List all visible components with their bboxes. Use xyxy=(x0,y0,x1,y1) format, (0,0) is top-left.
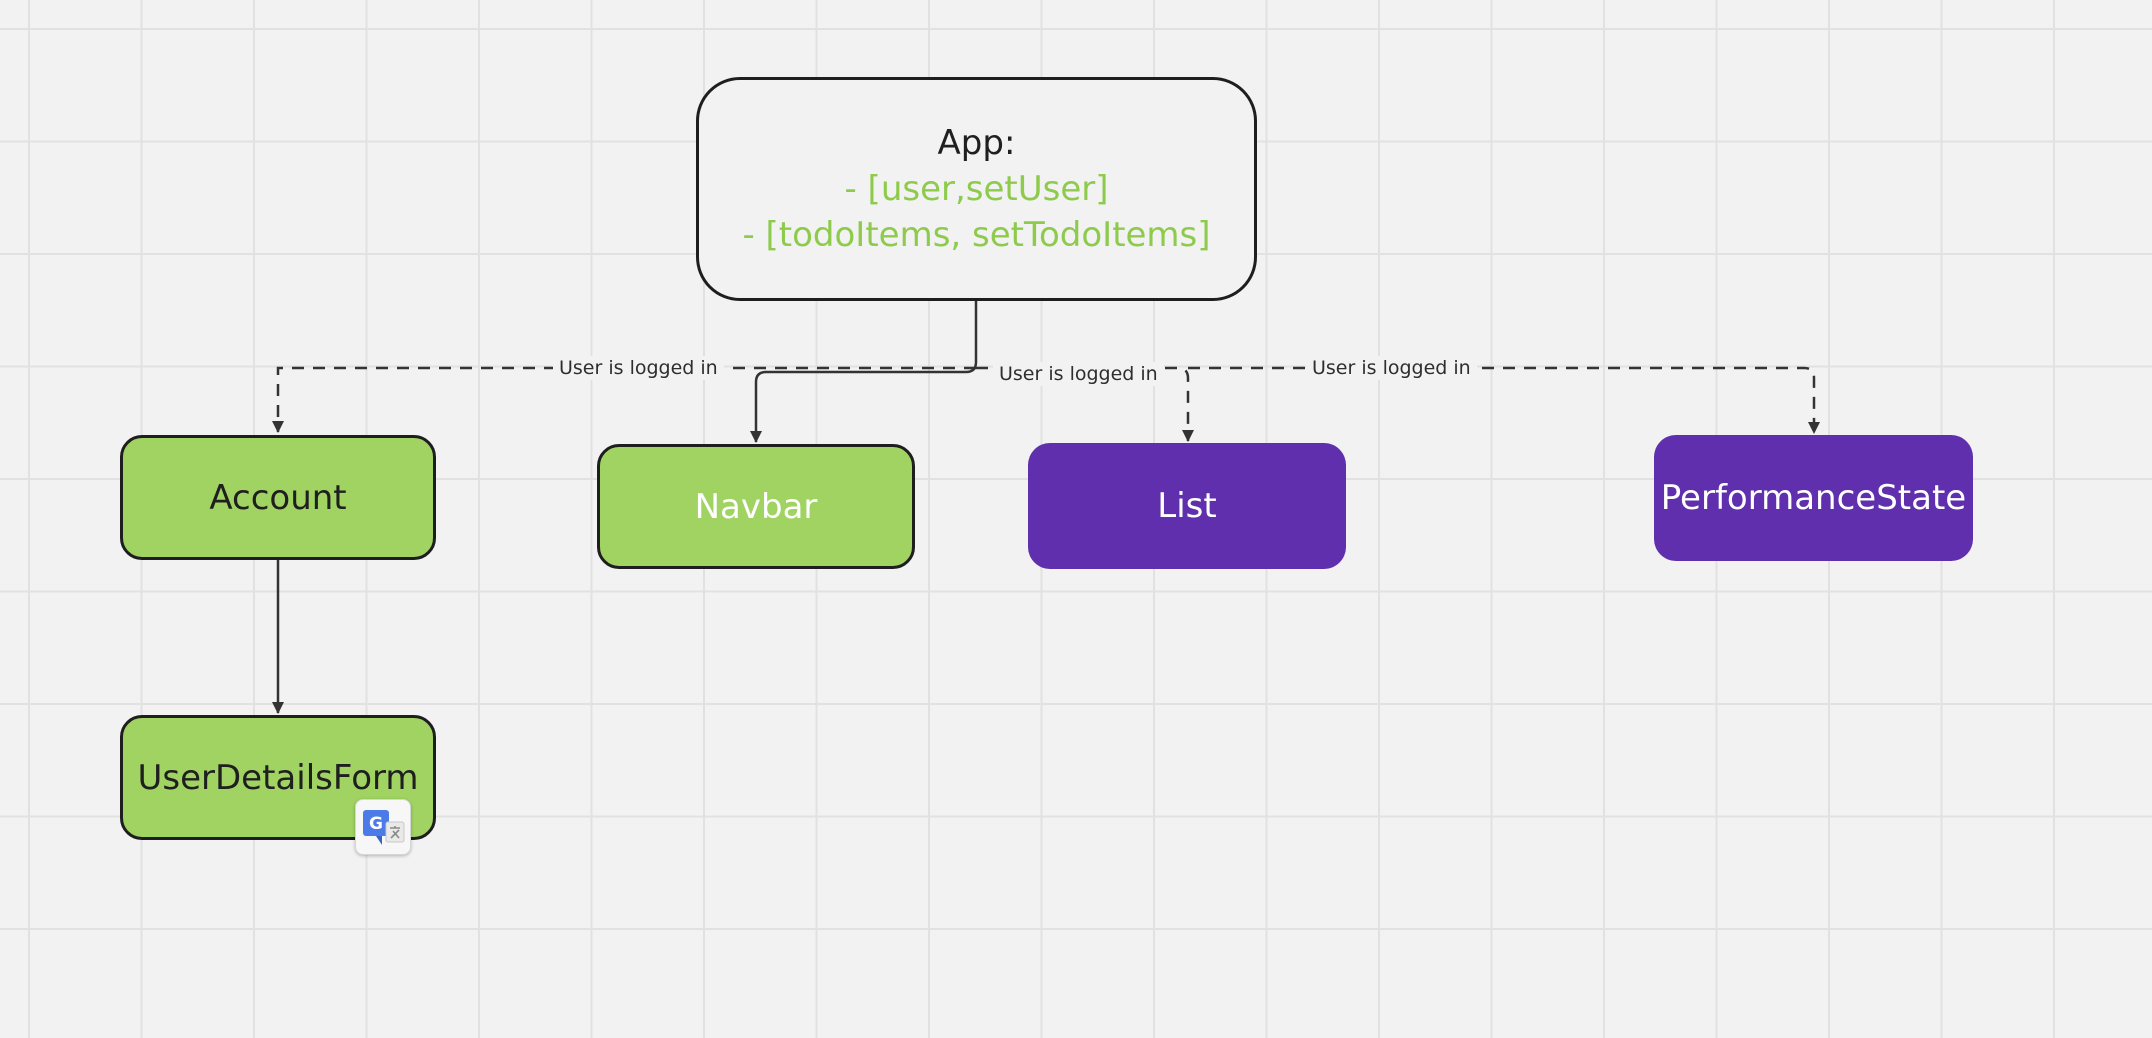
performancestate-node[interactable]: PerformanceState xyxy=(1654,435,1973,561)
svg-text:G: G xyxy=(369,814,383,834)
app-node-title: App: xyxy=(937,123,1016,163)
app-state-user: - [user,setUser] xyxy=(844,169,1109,209)
navbar-node-label: Navbar xyxy=(694,486,818,527)
edge-app-to-navbar[interactable] xyxy=(750,301,978,443)
userdetailsform-node[interactable]: UserDetailsForm xyxy=(120,715,436,840)
userdetailsform-node-label: UserDetailsForm xyxy=(137,757,419,798)
app-state-todo-items: - [todoItems, setTodoItems] xyxy=(742,215,1211,255)
app-node[interactable]: App: - [user,setUser] - [todoItems, setT… xyxy=(696,77,1257,301)
account-node[interactable]: Account xyxy=(120,435,436,560)
list-node-label: List xyxy=(1157,486,1217,526)
edge-label-account: User is logged in xyxy=(553,356,724,380)
navbar-node[interactable]: Navbar xyxy=(597,444,915,569)
google-translate-icon[interactable]: G xyxy=(355,799,411,855)
list-node[interactable]: List xyxy=(1028,443,1346,569)
edge-app-to-performancestate[interactable] xyxy=(1188,366,1820,434)
account-node-label: Account xyxy=(209,477,347,518)
edge-label-performancestate: User is logged in xyxy=(1306,356,1477,380)
edge-label-list: User is logged in xyxy=(993,362,1164,386)
performancestate-node-label: PerformanceState xyxy=(1660,478,1967,518)
google-translate-glyph: G xyxy=(363,810,405,845)
